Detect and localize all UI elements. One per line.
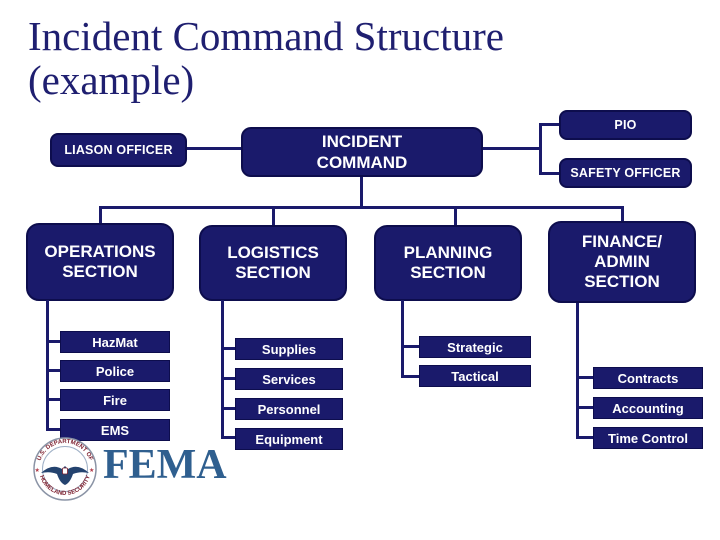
finance-line-1: FINANCE/ — [581, 232, 663, 251]
time-control-label: Time Control — [608, 430, 688, 446]
hazmat-label: HazMat — [92, 334, 138, 350]
connector-operations-stub-3 — [46, 398, 62, 401]
title-line-2: (example) — [28, 57, 195, 103]
box-police: Police — [60, 360, 170, 382]
connector-operations-stub-1 — [46, 340, 62, 343]
connector-liaison-command — [187, 147, 241, 150]
logistics-line-2: SECTION — [235, 263, 311, 282]
contracts-label: Contracts — [617, 370, 679, 386]
ems-label: EMS — [100, 422, 130, 438]
connector-finance-stub-3 — [576, 436, 593, 439]
planning-line-1: PLANNING — [403, 243, 493, 262]
supplies-label: Supplies — [261, 341, 317, 357]
connector-safety-stub — [539, 172, 559, 175]
connector-drop-finance — [621, 206, 624, 222]
seal-star-right-icon: ★ — [89, 467, 94, 474]
box-tactical: Tactical — [419, 365, 531, 387]
box-safety-officer: SAFETY OFFICER — [559, 158, 692, 188]
box-equipment: Equipment — [235, 428, 343, 450]
connector-main-horizontal — [99, 206, 624, 209]
box-hazmat: HazMat — [60, 331, 170, 353]
seal-eagle-icon — [41, 466, 89, 485]
planning-line-2: SECTION — [410, 263, 486, 282]
box-time-control: Time Control — [593, 427, 703, 449]
title-line-1: Incident Command Structure — [28, 13, 504, 59]
box-finance-admin-section: FINANCE/ ADMIN SECTION — [548, 221, 696, 303]
seal-star-left-icon: ★ — [35, 467, 40, 474]
connector-operations-stub-2 — [46, 369, 62, 372]
box-accounting: Accounting — [593, 397, 703, 419]
connector-drop-operations — [99, 206, 102, 224]
finance-line-2: ADMIN — [594, 252, 650, 271]
services-label: Services — [262, 371, 316, 387]
box-fire: Fire — [60, 389, 170, 411]
connector-operations-vertical — [46, 300, 49, 431]
box-liaison-officer: LIASON OFFICER — [50, 133, 187, 167]
connector-planning-vertical — [401, 300, 404, 378]
connector-command-down — [360, 177, 363, 208]
connector-finance-vertical — [576, 303, 579, 439]
box-services: Services — [235, 368, 343, 390]
operations-line-1: OPERATIONS — [44, 242, 156, 261]
box-supplies: Supplies — [235, 338, 343, 360]
finance-line-3: SECTION — [584, 272, 660, 291]
box-logistics-section: LOGISTICS SECTION — [199, 225, 347, 301]
logistics-line-1: LOGISTICS — [227, 243, 319, 262]
connector-logistics-vertical — [221, 300, 224, 439]
connector-finance-stub-2 — [576, 406, 593, 409]
connector-drop-planning — [454, 206, 457, 226]
box-incident-command: INCIDENT COMMAND — [241, 127, 483, 177]
dhs-seal-icon: U.S. DEPARTMENT OF HOMELAND SECURITY ★ ★ — [33, 437, 97, 501]
incident-command-line-1: INCIDENT — [321, 132, 403, 151]
connector-command-right — [483, 147, 541, 150]
box-pio: PIO — [559, 110, 692, 140]
box-strategic: Strategic — [419, 336, 531, 358]
seal-shield-icon — [62, 467, 68, 475]
pio-label: PIO — [614, 118, 637, 132]
incident-command-line-2: COMMAND — [316, 153, 408, 172]
personnel-label: Personnel — [257, 401, 321, 417]
connector-pio-stub — [539, 123, 559, 126]
connector-planning-stub-1 — [401, 345, 419, 348]
liaison-label: LIASON OFFICER — [64, 143, 173, 157]
connector-planning-stub-2 — [401, 375, 419, 378]
connector-logistics-stub-2 — [221, 377, 235, 380]
accounting-label: Accounting — [612, 400, 684, 416]
safety-officer-label: SAFETY OFFICER — [570, 166, 681, 180]
connector-operations-stub-4 — [46, 428, 62, 431]
equipment-label: Equipment — [255, 431, 323, 447]
connector-logistics-stub-3 — [221, 407, 235, 410]
fire-label: Fire — [103, 392, 127, 408]
connector-drop-logistics — [272, 206, 275, 226]
tactical-label: Tactical — [451, 368, 499, 384]
page-title: Incident Command Structure (example) — [28, 14, 504, 102]
police-label: Police — [95, 363, 135, 379]
box-ems: EMS — [60, 419, 170, 441]
connector-finance-stub-1 — [576, 376, 593, 379]
connector-logistics-stub-1 — [221, 347, 235, 350]
box-operations-section: OPERATIONS SECTION — [26, 223, 174, 301]
strategic-label: Strategic — [447, 339, 503, 355]
operations-line-2: SECTION — [62, 262, 138, 281]
box-contracts: Contracts — [593, 367, 703, 389]
box-planning-section: PLANNING SECTION — [374, 225, 522, 301]
connector-logistics-stub-4 — [221, 436, 235, 439]
box-personnel: Personnel — [235, 398, 343, 420]
fema-wordmark: FEMA — [103, 442, 227, 488]
connector-right-bracket — [539, 123, 542, 175]
